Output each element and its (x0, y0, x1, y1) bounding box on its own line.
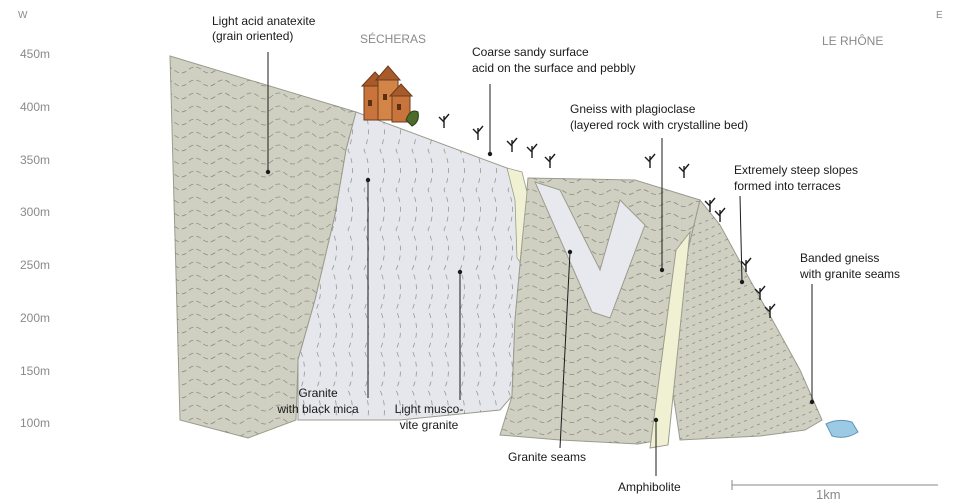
vine-icon (507, 138, 517, 152)
altitude-450: 450m (20, 47, 50, 61)
label-slopes-1: Extremely steep slopes (734, 163, 858, 178)
altitude-200: 200m (20, 311, 50, 325)
label-anatexite-1: Light acid anatexite (212, 14, 315, 29)
village-buildings (362, 66, 418, 126)
label-slopes-2: formed into terraces (734, 179, 841, 194)
label-granite-seams: Granite seams (508, 450, 586, 465)
vine-icon (679, 164, 689, 178)
place-secheras: SÉCHERAS (360, 32, 426, 47)
east-label: E (936, 8, 943, 23)
vine-icon (645, 154, 655, 168)
vine-icon (545, 154, 555, 168)
river-rhone (826, 420, 858, 437)
place-le-rhone: LE RHÔNE (822, 34, 883, 49)
label-banded-1: Banded gneiss (800, 251, 879, 266)
altitude-150: 150m (20, 364, 50, 378)
altitude-300: 300m (20, 205, 50, 219)
scale-label: 1km (816, 487, 841, 502)
label-surface-2: acid on the surface and pebbly (472, 61, 635, 76)
label-muscovite-2: vite granite (388, 418, 470, 433)
altitude-350: 350m (20, 153, 50, 167)
vine-icon (439, 114, 449, 128)
altitude-400: 400m (20, 100, 50, 114)
label-surface-1: Coarse sandy surface (472, 45, 589, 60)
banded-gneiss-block (668, 200, 822, 440)
altitude-100: 100m (20, 416, 50, 430)
altitude-250: 250m (20, 258, 50, 272)
label-granite-black-1: Granite (270, 386, 366, 401)
label-amphibolite: Amphibolite (618, 480, 681, 495)
label-gneiss-2: (layered rock with crystalline bed) (570, 118, 748, 133)
label-gneiss-1: Gneiss with plagioclase (570, 102, 695, 117)
label-muscovite-1: Light musco- (388, 402, 470, 417)
west-label: W (18, 8, 27, 23)
label-anatexite-2: (grain oriented) (212, 29, 293, 44)
label-banded-2: with granite seams (800, 267, 900, 282)
foliation-line (160, 431, 384, 437)
label-granite-black-2: with black mica (270, 402, 366, 417)
vine-icon (473, 126, 483, 140)
vine-icon (527, 144, 537, 158)
